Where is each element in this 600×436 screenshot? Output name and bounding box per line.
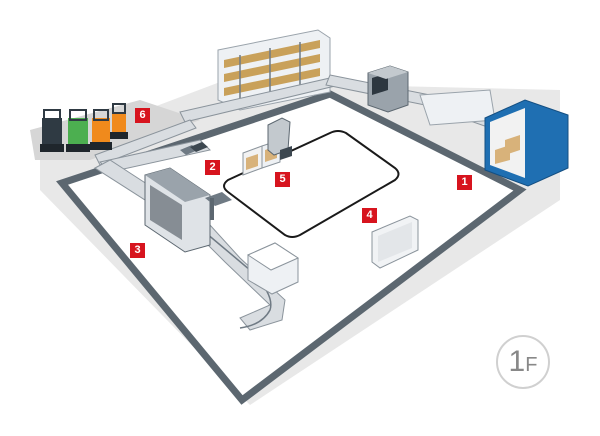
agv-route [223, 130, 400, 238]
floor-level-number: 1 [508, 345, 526, 378]
floor-level-letter: F [525, 354, 538, 376]
zone-badge-3: 3 [130, 243, 145, 258]
forklift-orange-small [110, 103, 128, 139]
control-booth [367, 65, 409, 113]
picking-cell [144, 167, 211, 253]
forklift-black [40, 109, 64, 152]
zone-badge-4: 4 [362, 208, 377, 223]
workstation [205, 192, 232, 220]
agv-pallets [242, 117, 292, 176]
floor-outline [56, 90, 527, 405]
packing-machine [246, 242, 300, 295]
forklift-green [66, 109, 90, 152]
forklifts [40, 103, 128, 152]
forklift-orange [90, 109, 112, 150]
zone-badge-6: 6 [135, 108, 150, 123]
sorting-robot [180, 142, 208, 155]
upper-conveyor [94, 77, 336, 173]
shipping-container [484, 99, 569, 187]
zone-badge-2: 2 [205, 160, 220, 175]
display-wall [371, 215, 419, 269]
floor-level-badge: 1F [496, 335, 550, 389]
zone-badge-5: 5 [275, 172, 290, 187]
zone-badge-1: 1 [457, 175, 472, 190]
